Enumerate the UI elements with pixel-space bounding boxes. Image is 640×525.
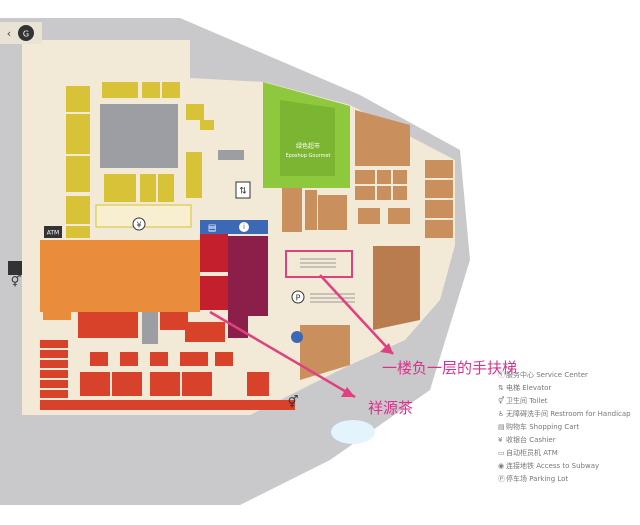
toilet-icon: ⚥ xyxy=(498,397,505,405)
escalator-annotation-arrow xyxy=(319,274,394,355)
info-label: i xyxy=(243,223,245,231)
svg-text:G: G xyxy=(23,30,29,39)
svg-text:⇅: ⇅ xyxy=(239,187,247,197)
back-arrow-icon[interactable]: ‹ xyxy=(7,27,11,40)
green-zone: 绿色超市 Eposhop Gourmet xyxy=(263,82,350,188)
legend-item: ⇅电梯 Elevator xyxy=(498,384,552,392)
cashier-small-block xyxy=(142,312,158,344)
cashier-area-block xyxy=(100,104,178,168)
parking-label: P xyxy=(296,294,301,303)
elevator-icon: ⇅ xyxy=(498,384,504,392)
subway-icon: ◉ xyxy=(498,462,505,470)
cashier-icon xyxy=(132,217,146,231)
handicap-icon xyxy=(8,261,22,275)
tea-annotation-arrow xyxy=(209,310,356,399)
shopping-cart-icon: ▤ xyxy=(208,224,217,234)
mall-logo-icon xyxy=(18,25,34,41)
cashier-icon: ¥ xyxy=(498,436,503,444)
yellow-zone xyxy=(66,82,244,238)
subway-icon xyxy=(291,331,303,343)
right-zone xyxy=(282,110,453,380)
light-spot xyxy=(331,420,375,444)
legend-item: ▤购物车 Shopping Cart xyxy=(498,423,580,431)
escalator-marker xyxy=(285,250,353,278)
svg-text:¥: ¥ xyxy=(136,221,141,230)
parking-icon: Ⓟ xyxy=(498,475,505,483)
atm-label: ATM xyxy=(47,230,59,237)
handicap-icon: ♿ xyxy=(498,410,505,418)
parking-icon xyxy=(291,290,305,304)
red-zone xyxy=(40,232,295,410)
atm-icon xyxy=(44,226,62,238)
elevator-icon xyxy=(235,181,251,199)
legend-item: ◉连接地铁 Access to Subway xyxy=(498,462,600,470)
escalator-annotation: 一楼负一层的手扶梯 xyxy=(382,359,517,377)
legend-item: ⓘ服务中心 Service Center xyxy=(498,371,588,379)
toilet-icon: ⚥ xyxy=(11,274,22,288)
top-bar[interactable]: ‹ G xyxy=(0,22,42,44)
legend-item: ¥收银台 Cashier xyxy=(498,436,556,444)
legend-item: Ⓟ停车场 Parking Lot xyxy=(498,475,569,483)
atm-icon: ▭ xyxy=(498,449,505,457)
legend-item: ⚥卫生间 Toilet xyxy=(498,397,548,405)
info-icon: ⓘ xyxy=(498,371,505,379)
legend: ⓘ服务中心 Service Center ⇅电梯 Elevator ⚥卫生间 T… xyxy=(498,370,638,487)
info-icon xyxy=(239,222,249,232)
toilet-icon: ⚥ xyxy=(288,395,299,409)
legend-item: ♿无障碍洗手间 Restroom for Handicap xyxy=(498,410,631,418)
legend-item: ▭自动柜员机 ATM xyxy=(498,449,558,457)
shopping-cart-icon: ▤ xyxy=(498,423,505,431)
green-area-title: 绿色超市 xyxy=(296,142,320,150)
info-bar xyxy=(200,220,268,234)
green-area-subtitle: Eposhop Gourmet xyxy=(286,153,331,159)
tea-annotation: 祥源茶 xyxy=(368,399,413,417)
